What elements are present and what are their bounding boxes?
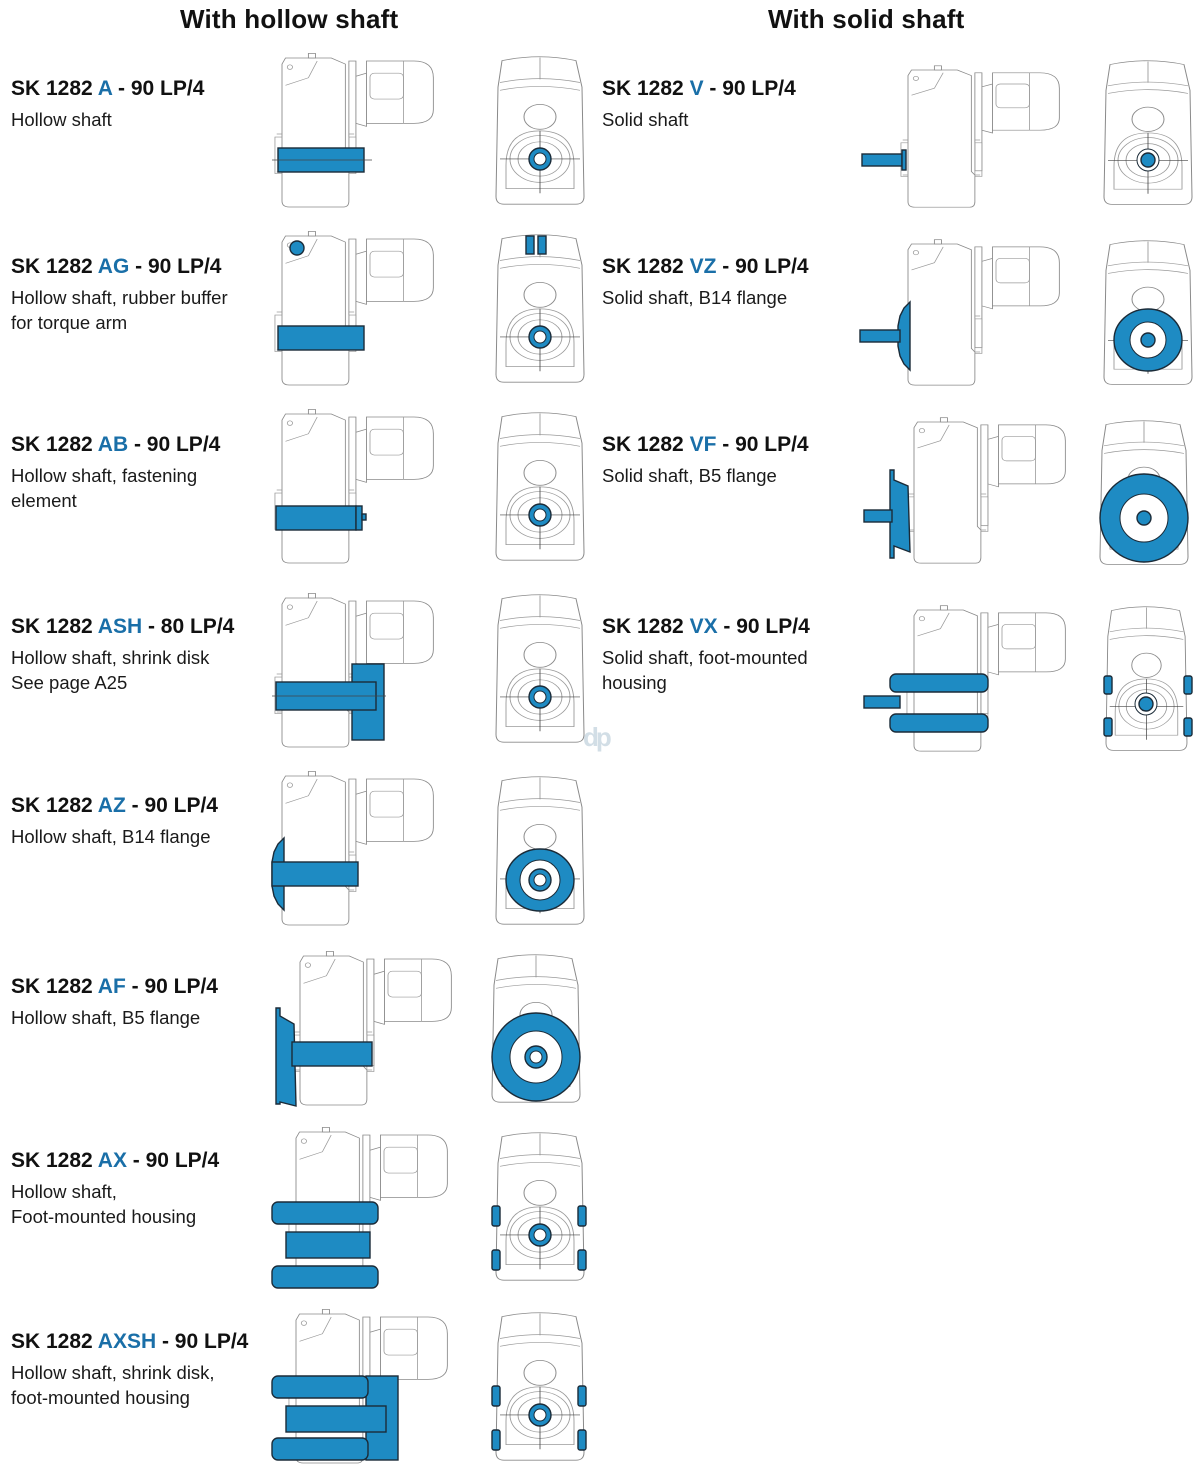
heading-solid-shaft: With solid shaft <box>768 4 965 34</box>
model-name: SK 1282 ASH - 80 LP/4 <box>11 615 235 638</box>
model-name: SK 1282 VZ - 90 LP/4 <box>602 255 809 278</box>
drawing-ash-front <box>495 594 585 743</box>
model-name: SK 1282 A - 90 LP/4 <box>11 77 205 100</box>
model-description: Hollow shaft, shrink disk See page A25 <box>11 647 210 693</box>
drawing-ab-front <box>495 412 585 561</box>
model-name: SK 1282 AX - 90 LP/4 <box>11 1149 220 1172</box>
drawing-vz-side <box>859 239 1060 386</box>
model-description: Solid shaft, B5 flange <box>602 465 777 486</box>
entry-v: SK 1282 V - 90 LP/4 Solid shaft <box>602 77 796 132</box>
drawing-ax-front <box>491 1132 587 1281</box>
model-description: Hollow shaft <box>11 109 112 130</box>
model-description: Solid shaft, B14 flange <box>602 287 788 308</box>
entry-vf: SK 1282 VF - 90 LP/4 Solid shaft, B5 fla… <box>602 433 809 488</box>
drawing-ag-front <box>495 234 585 383</box>
entry-axsh: SK 1282 AXSH - 90 LP/4 Hollow shaft, shr… <box>11 1330 248 1410</box>
drawing-vf-front <box>1099 420 1189 565</box>
model-name: SK 1282 VX - 90 LP/4 <box>602 615 810 638</box>
model-description: Solid shaft, foot-mounted housing <box>602 647 808 693</box>
model-name: SK 1282 V - 90 LP/4 <box>602 77 796 100</box>
entry-vx: SK 1282 VX - 90 LP/4 Solid shaft, foot-m… <box>602 615 810 695</box>
drawing-az-side <box>271 771 434 926</box>
heading-hollow-shaft: With hollow shaft <box>180 4 399 34</box>
entry-ab: SK 1282 AB - 90 LP/4 Hollow shaft, faste… <box>11 433 220 513</box>
drawing-v-side <box>861 65 1060 208</box>
drawing-vz-front <box>1103 240 1193 385</box>
entry-ag: SK 1282 AG - 90 LP/4 Hollow shaft, rubbe… <box>11 255 228 335</box>
drawing-af-front <box>491 954 581 1103</box>
drawing-v-front <box>1103 60 1193 205</box>
entry-a: SK 1282 A - 90 LP/4 Hollow shaft <box>11 77 204 132</box>
model-name: SK 1282 AF - 90 LP/4 <box>11 975 218 998</box>
model-description: Hollow shaft, B14 flange <box>11 826 211 847</box>
drawing-ab-side <box>274 409 434 564</box>
drawing-vx-side <box>863 605 1066 752</box>
drawing-a-side <box>272 52 434 208</box>
model-description: Solid shaft <box>602 109 689 130</box>
drawing-axsh-front <box>491 1312 587 1461</box>
drawing-ash-side <box>272 593 434 748</box>
entry-af: SK 1282 AF - 90 LP/4 Hollow shaft, B5 fl… <box>11 975 218 1030</box>
model-name: SK 1282 VF - 90 LP/4 <box>602 433 809 456</box>
entry-vz: SK 1282 VZ - 90 LP/4 Solid shaft, B14 fl… <box>602 255 809 310</box>
drawing-ax-side <box>271 1126 448 1289</box>
model-name: SK 1282 AZ - 90 LP/4 <box>11 794 218 817</box>
model-description: Hollow shaft, rubber buffer for torque a… <box>11 287 228 333</box>
drawing-vx-front <box>1103 606 1193 751</box>
model-name: SK 1282 AXSH - 90 LP/4 <box>11 1330 249 1353</box>
entry-ash: SK 1282 ASH - 80 LP/4 Hollow shaft, shri… <box>11 615 234 695</box>
model-name: SK 1282 AB - 90 LP/4 <box>11 433 221 456</box>
drawing-a-front <box>495 56 585 205</box>
drawing-ag-side <box>274 231 434 386</box>
model-description: Hollow shaft, shrink disk, foot-mounted … <box>11 1362 215 1408</box>
watermark-logo: dp <box>583 722 612 752</box>
drawing-vf-side <box>863 417 1066 564</box>
model-name: SK 1282 AG - 90 LP/4 <box>11 255 222 278</box>
drawing-axsh-side <box>271 1308 448 1464</box>
drawing-az-front <box>495 776 585 925</box>
model-description: Hollow shaft, fastening element <box>11 465 198 511</box>
entry-az: SK 1282 AZ - 90 LP/4 Hollow shaft, B14 f… <box>11 794 218 849</box>
drawing-af-side <box>275 951 452 1107</box>
entry-ax: SK 1282 AX - 90 LP/4 Hollow shaft, Foot-… <box>11 1149 219 1229</box>
model-description: Hollow shaft, B5 flange <box>11 1007 201 1028</box>
model-description: Hollow shaft, Foot-mounted housing <box>11 1181 197 1227</box>
